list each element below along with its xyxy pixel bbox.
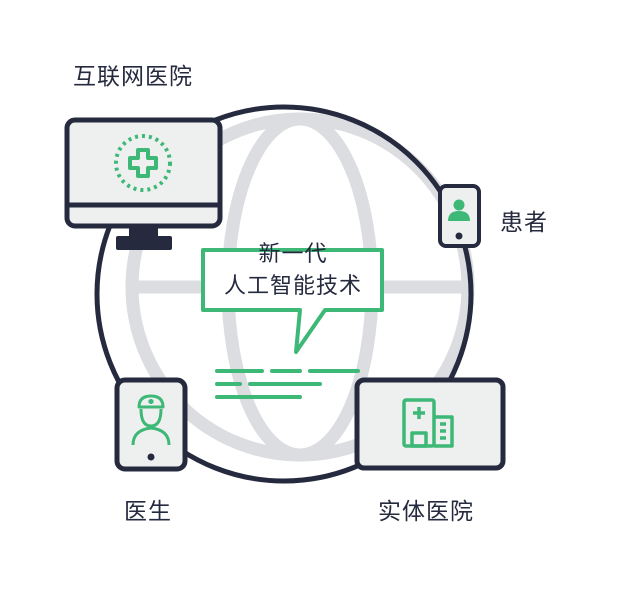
monitor-device: [64, 117, 223, 250]
hospital-screen-device: [354, 377, 506, 471]
patient-label: 患者: [500, 210, 548, 236]
bubble-line-2: 人工智能技术: [223, 274, 362, 299]
hospital-building-icon: [402, 398, 454, 448]
nurse-icon: [131, 394, 171, 446]
person-icon: [448, 199, 470, 221]
doctor-label: 医生: [124, 499, 172, 525]
text-lines-decoration: [215, 369, 360, 399]
speech-bubble: [201, 248, 384, 354]
bubble-line-1: 新一代: [258, 242, 328, 267]
connection-ring: [94, 104, 474, 484]
internet-hospital-label: 互联网医院: [73, 64, 193, 90]
medical-cross-icon: [114, 134, 172, 192]
physical-hospital-label: 实体医院: [378, 499, 474, 525]
